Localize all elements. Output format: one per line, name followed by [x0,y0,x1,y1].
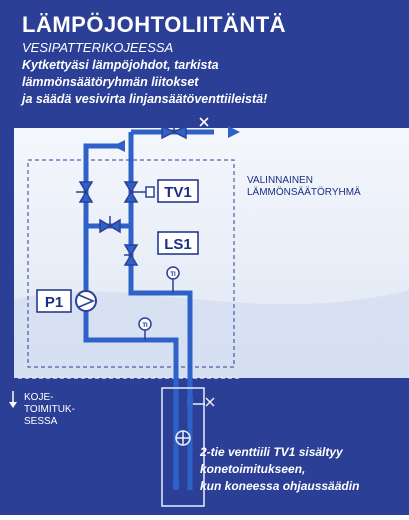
vent-marker-top [199,117,209,127]
tv1-label-box [157,179,199,203]
wave-decoration [14,290,409,378]
note-line-2: konetoimitukseen, [200,462,306,476]
arrow-right-icon [228,126,240,138]
tv1-label: TV1 [164,184,192,201]
page-title: LÄMPÖJOHTOLIITÄNTÄ [22,12,287,37]
instruction-line-1: Kytkettyäsi lämpöjohdot, tarkista [22,58,219,72]
p1-label-box [36,289,72,313]
ls1-label-box [157,231,199,255]
thermometer-ti-lower: TI [138,317,152,340]
water-coil [161,387,205,507]
instruction-line-3: ja säädä vesivirta linjansäätöventtiilei… [22,92,268,106]
flow-arrows [113,126,240,152]
valve-tv1 [123,181,155,203]
instruction-line-2: lämmönsäätöryhmän liitokset [22,75,199,89]
arrow-left-icon [113,140,125,152]
note-line-3: kun koneessa ohjaussäädin [200,479,360,493]
note-line-1: 2-tie venttiili TV1 sisältyy [200,445,343,459]
p1-label: P1 [45,294,63,311]
valve-left-upper [76,181,94,203]
valve-top [161,122,187,140]
valve-bypass [99,216,121,234]
optional-group-label: VALINNAINEN LÄMMÖNSÄÄTÖRYHMÄ [247,175,361,198]
thermometer-ti-upper: TI [166,266,180,293]
svg-text:TI: TI [170,272,176,278]
optional-group-box [27,159,235,368]
page-subtitle: VESIPATTERIKOJEESSA [22,40,174,55]
svg-text:TI: TI [142,323,148,329]
valve-ls1 [123,244,139,266]
vent-marker-coil [205,397,215,407]
ls1-label: LS1 [164,236,192,253]
scope-label: KOJE- TOIMITUK- SESSA [24,392,75,427]
